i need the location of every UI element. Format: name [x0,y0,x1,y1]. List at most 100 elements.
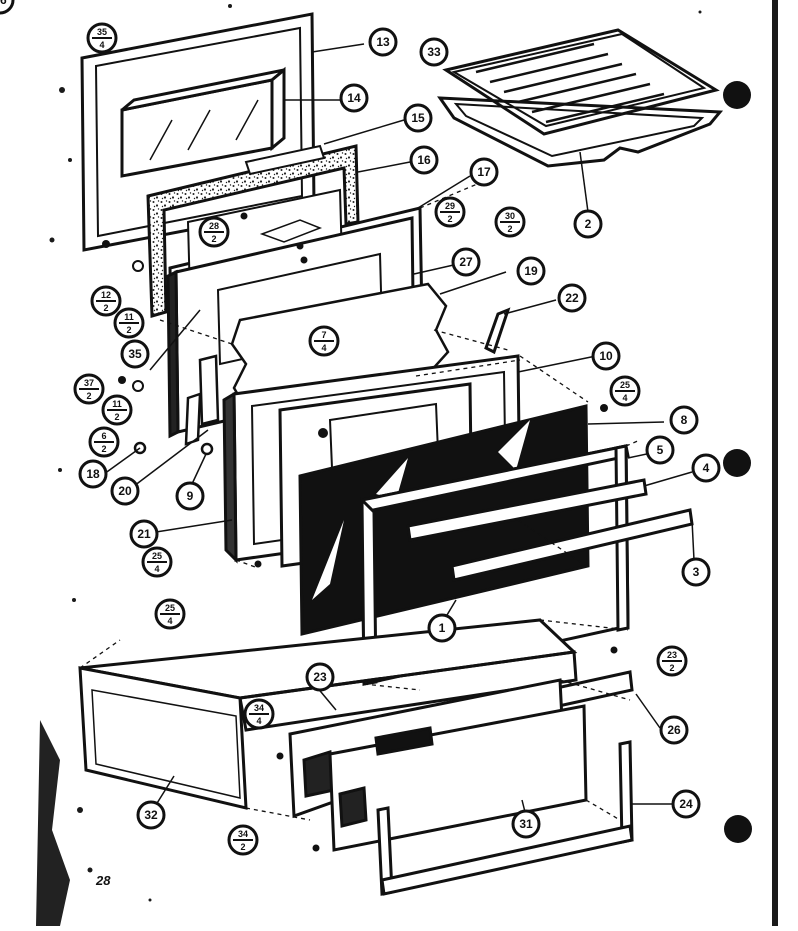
fraction-25-4: 254 [154,598,186,630]
fraction-numerator: 12 [101,290,111,300]
page-number: 28 [95,873,111,888]
fraction-25-4: 254 [141,546,173,578]
callout-20: 20 [110,476,140,506]
fraction-28-2: 282 [198,216,230,248]
assembly-guide-lines [79,181,641,821]
callout-label-text: 23 [313,670,327,684]
fraction-23-2: 232 [656,645,688,677]
fraction-numerator: 23 [667,650,677,660]
callout-10: 10 [591,341,621,371]
part-broil-rack [442,28,720,136]
callout-17: 17 [469,157,499,187]
fraction-12-2: 122 [90,285,122,317]
callout-23: 23 [305,662,335,692]
fraction-denominator: 4 [167,616,172,626]
fraction-denominator: 2 [211,234,216,244]
part-hinges [133,354,220,456]
callout-16: 16 [409,145,439,175]
part-drawer-front [376,740,634,896]
callout-3: 3 [681,557,711,587]
callout-label-text: 26 [667,723,681,737]
callout-8: 8 [669,405,699,435]
fraction-denominator: 4 [99,40,104,50]
fraction-denominator: 2 [103,303,108,313]
callout-label-text: 1 [439,621,446,635]
fraction-34-4: 344 [243,698,275,730]
callout-label-text: 16 [417,153,431,167]
callout-1: 1 [427,613,457,643]
callout-label-text: 24 [679,797,693,811]
callout-18: 18 [78,459,108,489]
callout-9: 9 [175,481,205,511]
fraction-numerator: 11 [124,312,134,322]
fraction-numerator: 28 [209,221,219,231]
callout-2: 2 [573,209,603,239]
fraction-denominator: 2 [114,412,119,422]
fraction-denominator: 4 [321,343,326,353]
callout-label-text: 8 [681,413,688,427]
fraction-numerator: 29 [445,201,455,211]
callout-label-text: 14 [347,91,361,105]
fraction-denominator: 4 [154,564,159,574]
callout-36: 36 [0,0,15,15]
screws [102,212,618,852]
callout-31: 31 [511,809,541,839]
callout-5: 5 [645,435,675,465]
fraction-denominator: 2 [101,444,106,454]
fraction-numerator: 25 [152,551,162,561]
callout-label-text: 27 [459,255,473,269]
callout-label-text: 31 [519,817,533,831]
callout-label-text: 19 [524,264,538,278]
callout-label-text: 33 [427,45,441,59]
part-vent-tube [484,307,511,355]
fraction-numerator: 6 [101,431,106,441]
fraction-numerator: 34 [254,703,264,713]
fraction-11-2: 112 [113,307,145,339]
part-broil-pan [437,96,724,168]
fraction-numerator: 25 [165,603,175,613]
fraction-6-2: 62 [88,426,120,458]
fraction-30-2: 302 [494,206,526,238]
callout-22: 22 [557,283,587,313]
fraction-numerator: 7 [321,330,326,340]
fraction-25-4: 254 [609,375,641,407]
callout-label-text: 18 [86,467,100,481]
callout-label-text: 10 [599,349,613,363]
fraction-37-2: 372 [73,373,105,405]
callout-13: 13 [368,27,398,57]
fraction-numerator: 11 [112,399,122,409]
fraction-11-2: 112 [101,394,133,426]
callout-label-text: 17 [477,165,491,179]
fraction-denominator: 2 [86,391,91,401]
callout-32: 32 [136,800,166,830]
fraction-numerator: 37 [84,378,94,388]
callout-33: 33 [419,37,449,67]
fraction-denominator: 2 [507,224,512,234]
binder-holes [723,81,752,843]
callout-35: 35 [120,339,150,369]
fraction-35-4: 354 [86,22,118,54]
fraction-denominator: 2 [240,842,245,852]
fraction-numerator: 25 [620,380,630,390]
callout-27: 27 [451,247,481,277]
fraction-7-4: 74 [308,325,340,357]
fraction-denominator: 2 [669,663,674,673]
fraction-29-2: 292 [434,196,466,228]
callout-label-text: 4 [703,461,710,475]
callout-label-text: 5 [657,443,664,457]
callout-24: 24 [671,789,701,819]
part-drawer-panel [328,704,588,852]
fraction-denominator: 4 [622,393,627,403]
callout-14: 14 [339,83,369,113]
callout-label-text: 22 [565,291,579,305]
fraction-denominator: 2 [447,214,452,224]
callout-label-text: 35 [128,347,142,361]
part-door-gasket [146,144,360,318]
fraction-numerator: 35 [97,27,107,37]
callout-label-text: 2 [585,217,592,231]
callout-15: 15 [403,103,433,133]
